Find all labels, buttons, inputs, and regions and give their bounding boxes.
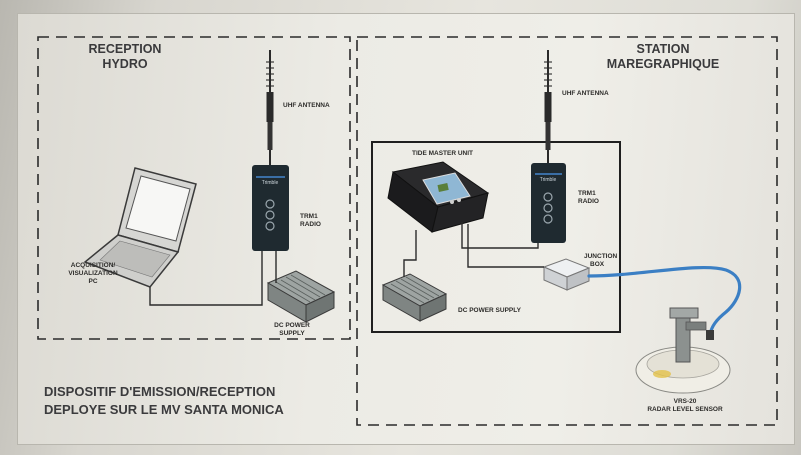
- cable-radio-to-pc: [149, 251, 263, 306]
- uhf-antenna-right-icon: [544, 50, 552, 165]
- dc-power-supply-left-icon: [266, 270, 336, 323]
- caption-line2: DEPLOYE SUR LE MV SANTA MONICA: [44, 402, 284, 417]
- dc-power-supply-right-icon: [381, 273, 448, 322]
- tide-master-unit-icon: [387, 161, 490, 233]
- sensor-line2: RADAR LEVEL SENSOR: [647, 406, 723, 413]
- right-antenna-label: UHF ANTENNA: [562, 90, 609, 97]
- cable-tide-to-junction: [467, 224, 544, 268]
- left-radio-label: TRM1 RADIO: [300, 213, 321, 229]
- radio-brand-right: Trimble: [540, 177, 557, 183]
- left-power-line1: DC POWER: [274, 322, 310, 329]
- sensor-label: VRS-20 RADAR LEVEL SENSOR: [640, 398, 730, 414]
- right-radio-label: TRM1 RADIO: [578, 190, 599, 206]
- junction-line1: JUNCTION: [584, 253, 618, 260]
- sensor-line1: VRS-20: [673, 398, 697, 405]
- pc-label-line1: ACQUISITION/: [70, 262, 116, 269]
- junction-line2: BOX: [590, 261, 605, 268]
- radio-brand-left: Trimble: [262, 180, 279, 186]
- trm1-radio-right-icon: [531, 163, 566, 243]
- left-panel-title: RECEPTION HYDRO: [70, 42, 180, 72]
- left-title-line2: HYDRO: [102, 57, 148, 71]
- pc-label-line3: PC: [88, 278, 98, 285]
- left-power-label: DC POWER SUPPLY: [262, 322, 322, 338]
- right-panel-title: STATION MAREGRAPHIQUE: [598, 42, 728, 72]
- right-radio-line1: TRM1: [578, 190, 596, 197]
- sensor-cable: [587, 265, 742, 336]
- right-power-label: DC POWER SUPPLY: [458, 307, 521, 314]
- laptop-pc-icon: [83, 167, 197, 288]
- cable-tide-to-power: [403, 230, 417, 277]
- left-title-line1: RECEPTION: [88, 42, 162, 56]
- right-title-line1: STATION: [636, 42, 690, 56]
- trm1-radio-left-icon: [252, 165, 289, 251]
- enclosure-box: [371, 141, 621, 333]
- pc-label: ACQUISITION/ VISUALIZATION PC: [58, 262, 128, 286]
- diagram-caption: DISPOSITIF D'EMISSION/RECEPTION DEPLOYE …: [44, 383, 284, 419]
- right-radio-line2: RADIO: [578, 198, 599, 205]
- junction-box-label: JUNCTION BOX: [584, 253, 617, 269]
- pc-label-line2: VISUALIZATION: [68, 270, 118, 277]
- left-antenna-label: UHF ANTENNA: [283, 102, 330, 109]
- radar-level-sensor-icon: [635, 307, 731, 394]
- caption-line1: DISPOSITIF D'EMISSION/RECEPTION: [44, 384, 276, 399]
- left-power-line2: SUPPLY: [279, 330, 305, 337]
- left-radio-line2: RADIO: [300, 221, 321, 228]
- right-title-line2: MAREGRAPHIQUE: [606, 57, 720, 71]
- junction-box-icon: [542, 258, 591, 291]
- cable-tide-to-radio: [461, 222, 539, 249]
- uhf-antenna-left-icon: [266, 50, 274, 165]
- right-panel-boundary: [356, 36, 778, 426]
- left-radio-line1: TRM1: [300, 213, 318, 220]
- tide-master-label: TIDE MASTER UNIT: [412, 150, 474, 157]
